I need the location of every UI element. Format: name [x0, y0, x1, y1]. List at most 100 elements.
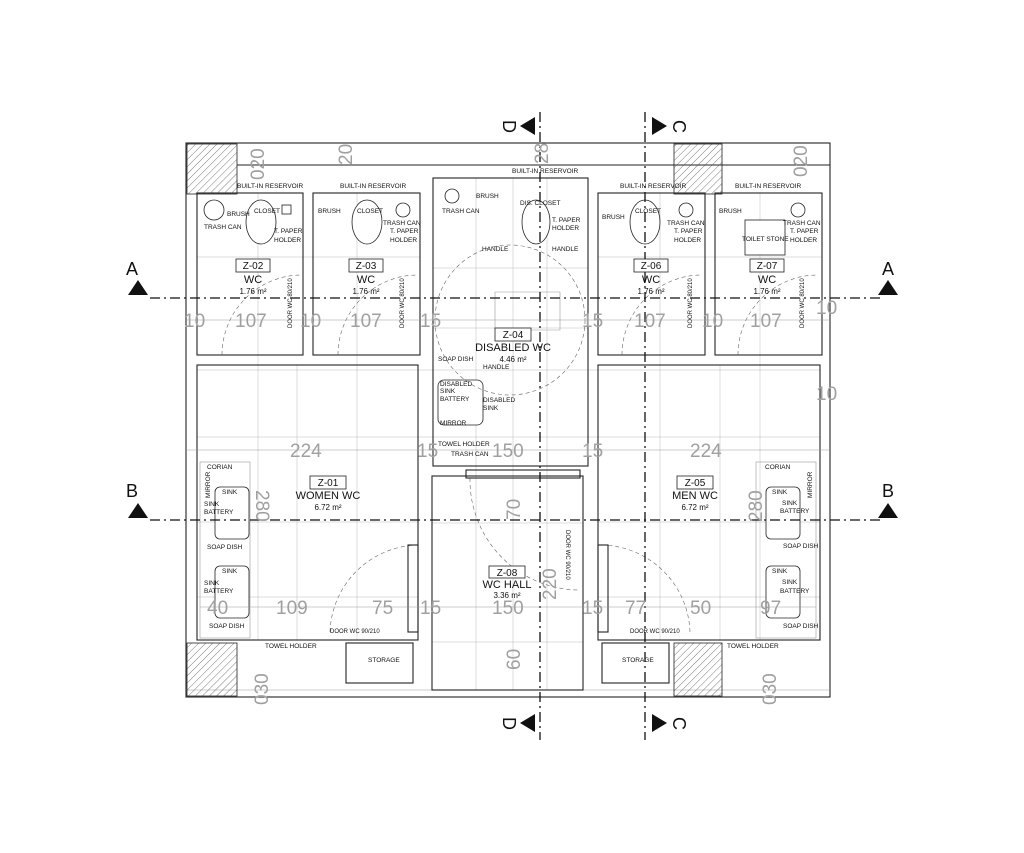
section-lines: A A B B D D C C [126, 112, 898, 740]
tile-grid [197, 178, 822, 690]
dimension-label: 15 [582, 311, 603, 332]
door-label: DOOR WC 90/210 [564, 530, 570, 580]
room-z04: Z-04 DISABLED WC 4.46 m² [475, 327, 551, 364]
room-labels: Z-02 WC 1.76 m² Z-03 WC 1.76 m² Z-04 DIS… [235, 258, 785, 600]
room-code: Z-01 [318, 478, 339, 489]
trash-can-icon [395, 202, 411, 218]
fixture-label: SOAP DISH [783, 623, 819, 630]
dimension-label: 97 [760, 598, 781, 619]
fixture-label: MIRROR [440, 420, 467, 427]
dimension-label: 15 [420, 311, 441, 332]
room-z06: Z-06 WC 1.76 m² [633, 258, 669, 296]
fixture-label: HANDLE [552, 246, 579, 253]
fixture-label: STORAGE [368, 657, 400, 664]
room-code: Z-08 [497, 568, 518, 579]
door-swings [221, 244, 817, 633]
fixture-label: SOAP DISH [438, 356, 474, 363]
room-code: Z-05 [685, 478, 706, 489]
fixture-label: T. PAPER [274, 228, 303, 235]
fixture-label: DISABLED [440, 381, 472, 388]
fixture-label: TRASH CAN [667, 220, 705, 227]
door-label: DOOR WC 90/210 [330, 629, 380, 635]
fixture-label: SINK [222, 489, 238, 496]
fixture-label: SOAP DISH [207, 544, 243, 551]
section-b-right-marker-icon [878, 503, 898, 518]
fixture-label: HOLDER [274, 237, 301, 244]
dimensions: 10 107 10 107 15 15 107 10 107 10 224 15… [184, 143, 837, 705]
fixture-label: CORIAN [765, 464, 791, 471]
fixture-label: CLOSET [357, 208, 383, 215]
dimension-label: 150 [492, 441, 524, 462]
dimension-label: 10 [816, 298, 837, 319]
fixture-label: HANDLE [482, 246, 509, 253]
fixture-label: TOWEL HOLDER [438, 441, 490, 448]
walls [185, 142, 831, 698]
room-area: 3.36 m² [493, 591, 520, 600]
dimension-label: 150 [492, 598, 524, 619]
fixture-label: SINK [204, 580, 220, 587]
dimension-label: 60 [504, 649, 525, 670]
room-name: WC [758, 274, 776, 286]
structural-columns [186, 143, 723, 697]
fixture-label: MIRROR [807, 471, 814, 498]
room-code: Z-02 [243, 261, 264, 272]
fixture-label: TRASH CAN [451, 451, 489, 458]
section-a-label: A [882, 259, 894, 279]
dimension-label: 10 [184, 311, 205, 332]
fixture-label: SINK [483, 405, 499, 412]
dimension-label: 224 [290, 441, 322, 462]
fixture-label: CLOSET [254, 208, 280, 215]
fixture-label: SINK [440, 388, 456, 395]
toilet-icon [245, 199, 277, 245]
fixture-label: BATTERY [780, 588, 810, 595]
section-c-label: C [669, 120, 689, 133]
fixture-label: T. PAPER [552, 217, 581, 224]
dimension-label: 28 [532, 143, 553, 164]
section-c-bottom-marker-icon [652, 714, 667, 732]
room-z01: Z-01 WOMEN WC 6.72 m² [296, 475, 361, 512]
dimension-label: 280 [746, 490, 767, 522]
room-area: 6.72 m² [681, 503, 708, 512]
fixture-label: BUILT-IN RESERVOIR [237, 183, 304, 190]
trash-can-icon [281, 204, 292, 215]
room-area: 4.46 m² [499, 355, 526, 364]
fixture-label: BRUSH [227, 211, 250, 218]
trash-can-icon [203, 199, 225, 221]
fixture-label: HOLDER [674, 237, 701, 244]
section-b-label: B [882, 481, 894, 501]
fixture-label: TRASH CAN [783, 220, 821, 227]
room-area: 6.72 m² [314, 503, 341, 512]
section-d-label: D [499, 120, 519, 133]
fixture-label: BRUSH [476, 193, 499, 200]
fixture-label: SINK [772, 568, 788, 575]
door-label: DOOR WC 90/210 [630, 629, 680, 635]
fixture-label: BATTERY [204, 588, 234, 595]
room-name: WOMEN WC [296, 490, 361, 502]
dimension-label: 109 [276, 598, 308, 619]
fixture-label: BRUSH [602, 214, 625, 221]
fixture-label: BATTERY [204, 509, 234, 516]
room-z03: Z-03 WC 1.76 m² [348, 258, 384, 296]
room-area: 1.76 m² [637, 287, 664, 296]
sink-icon [214, 565, 250, 619]
room-name: WC [357, 274, 375, 286]
room-z05: Z-05 MEN WC 6.72 m² [672, 475, 718, 512]
fixture-label: BUILT-IN RESERVOIR [620, 183, 687, 190]
room-area: 1.76 m² [352, 287, 379, 296]
toilet-icon [351, 199, 383, 245]
fixture-label: T. PAPER [790, 228, 819, 235]
dimension-label: 020 [248, 148, 269, 180]
dimension-label: 75 [372, 598, 393, 619]
room-z08: Z-08 WC HALL 3.36 m² [483, 565, 531, 600]
section-a-right-marker-icon [878, 280, 898, 295]
fixture-label: BATTERY [440, 396, 470, 403]
section-a-left-marker-icon [128, 280, 148, 295]
dimension-label: 030 [760, 673, 781, 705]
fixture-label: CLOSET [635, 208, 661, 215]
room-code: Z-03 [356, 261, 377, 272]
trash-can-icon [444, 188, 460, 204]
toilet-stone-icon [744, 219, 786, 256]
fixture-label: DISABLED [483, 397, 515, 404]
